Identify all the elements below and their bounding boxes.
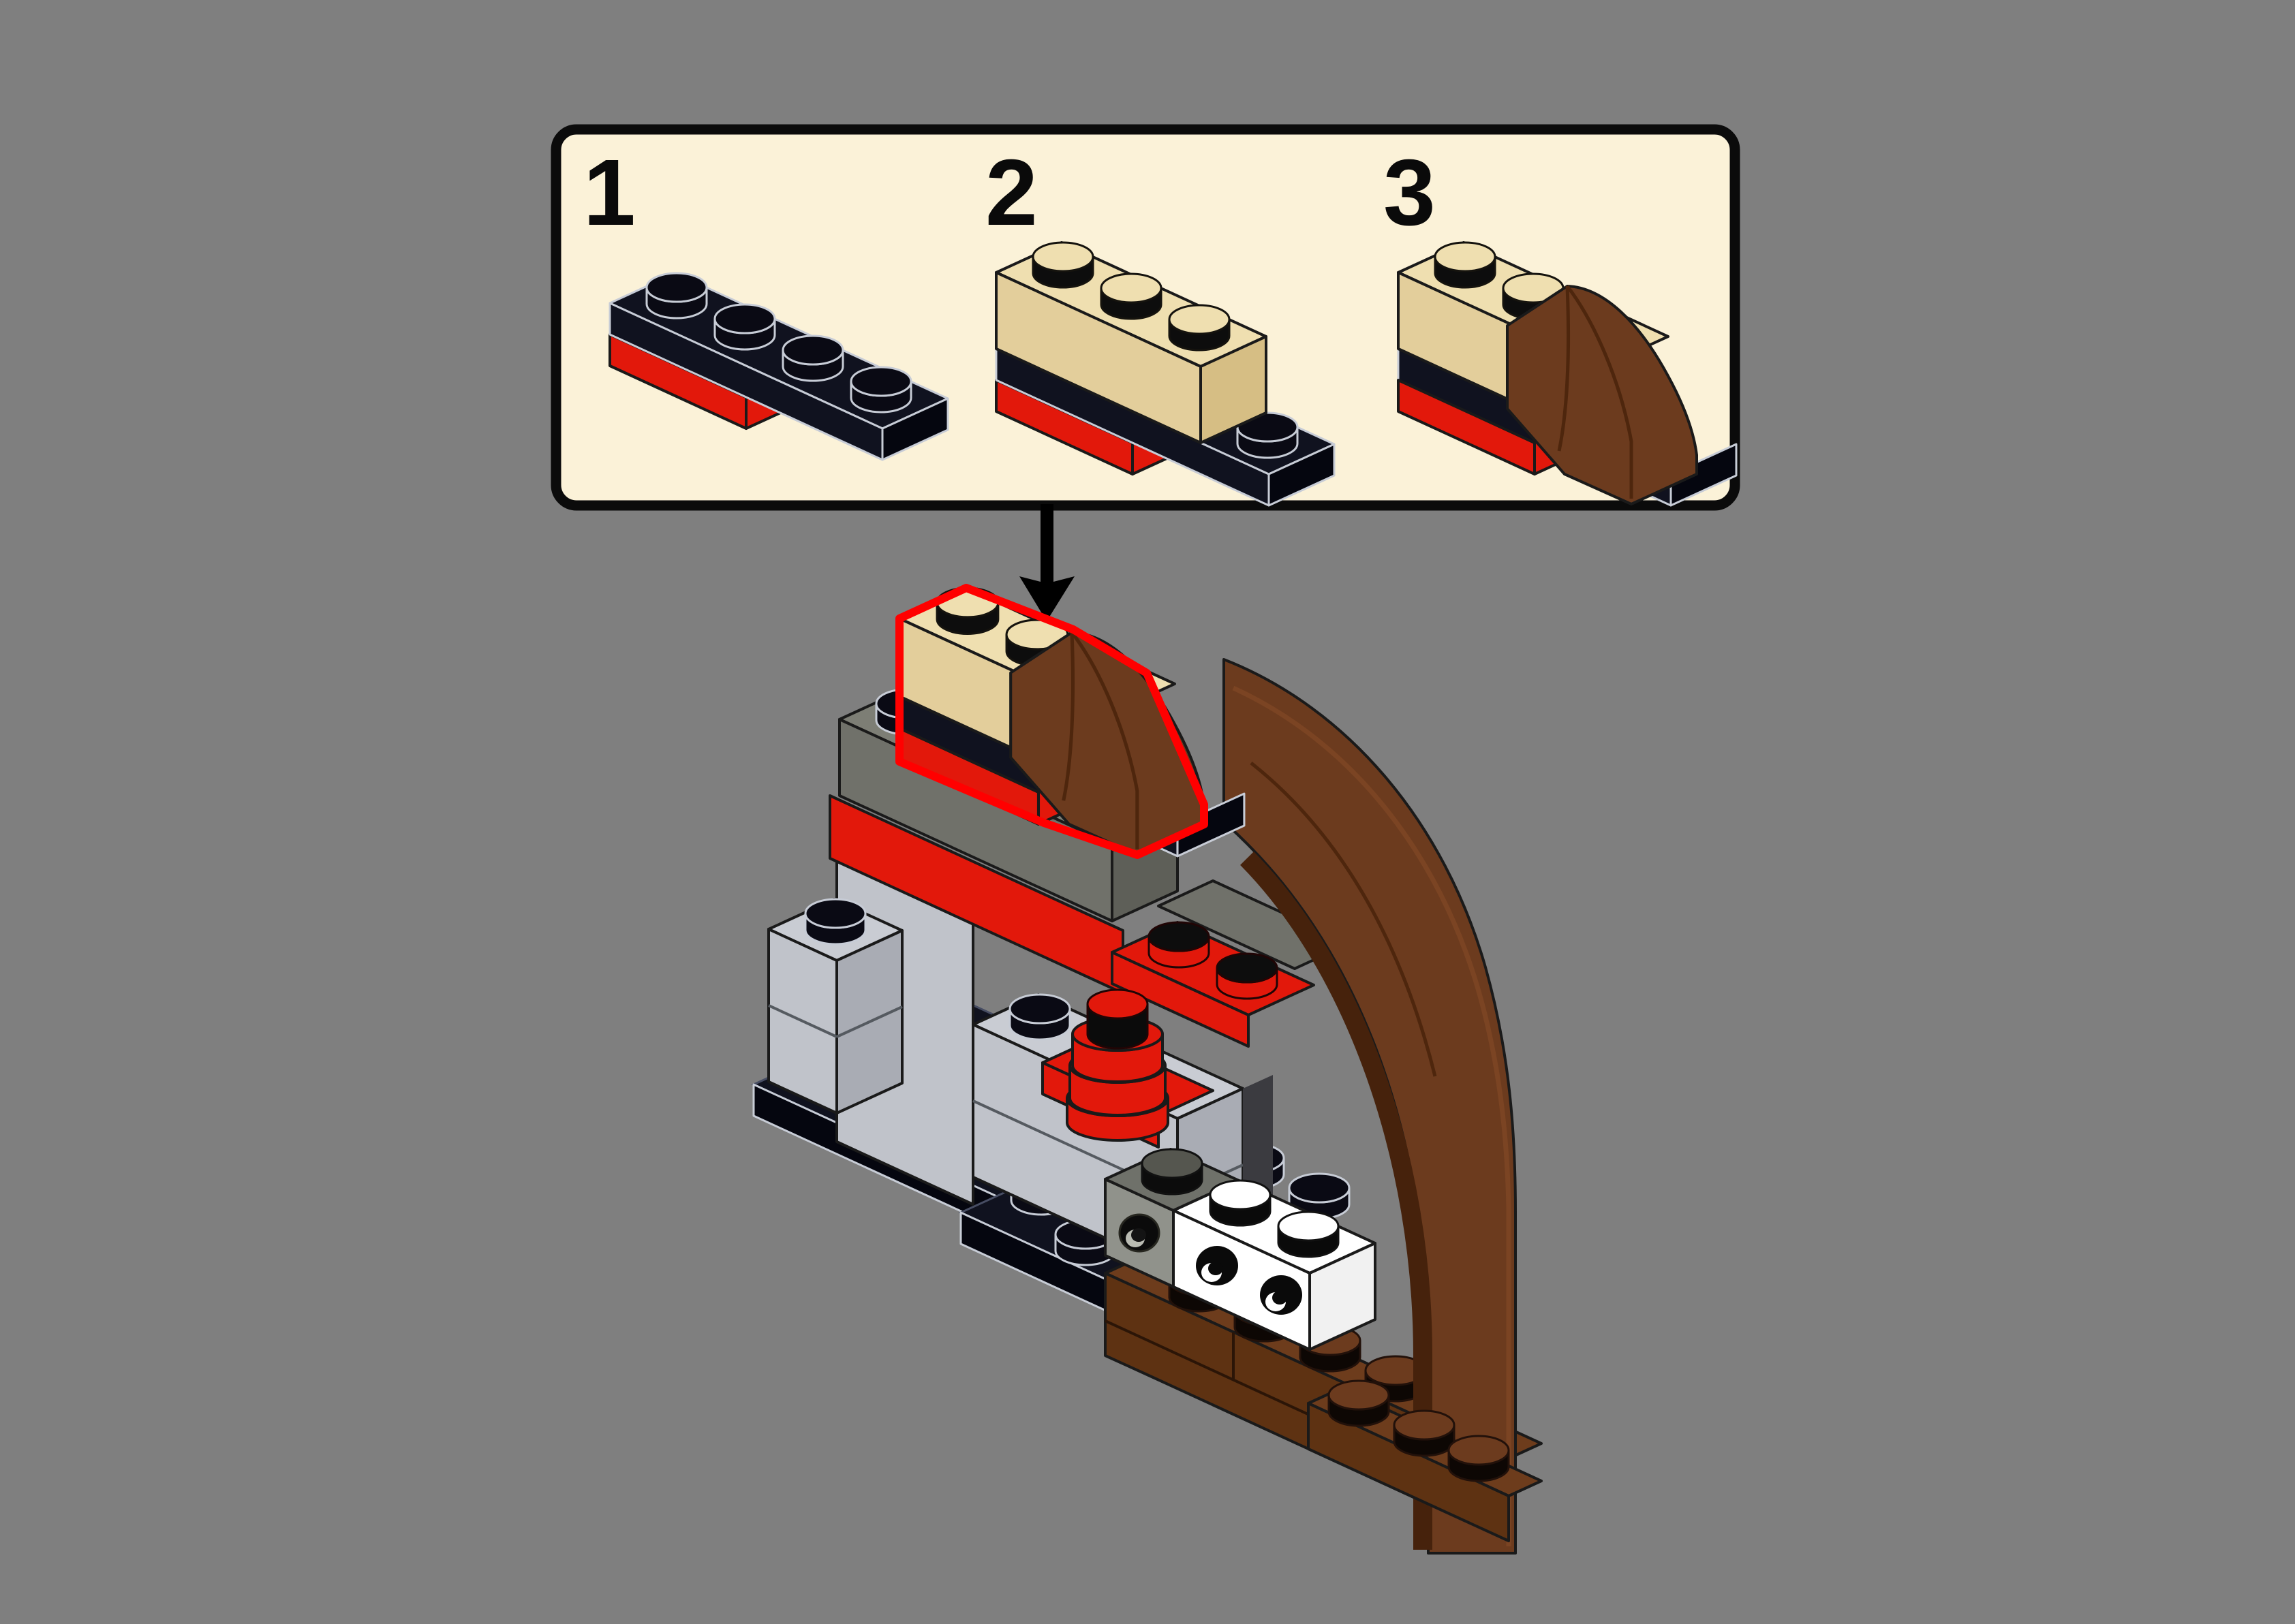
step-1-number: 1 [583,140,636,245]
brown-ledge [1307,1381,1543,1542]
technic-hole [1260,1275,1302,1315]
white-technic-brick [1172,1179,1376,1351]
down-arrow-icon: Place the finished subassembly onto the … [1019,504,1075,621]
step-1: Black 1x4 plate stacked on a red 1x2 pla… [583,140,949,461]
instruction-panel: Black 1x4 plate stacked on a red 1x2 pla… [551,124,1740,511]
red-plate-layer [829,794,1351,1048]
placed-subassembly-highlighted [895,584,1244,859]
red-round-stack [1041,988,1214,1149]
step-3-number: 3 [1383,140,1436,245]
step-3: Add a reddish-brown curved slope on the … [1383,140,1736,505]
step-2: Add a tan 1x3 brick on top, one black st… [985,140,1336,507]
technic-hole [1196,1246,1238,1285]
brown-arch-piece [1222,658,1517,1555]
model-assembly: Partially built model with the new subas… [751,584,1543,1555]
technic-hole [1118,1213,1160,1253]
gray-column-left [767,898,904,1114]
highlight-outline [895,584,1208,859]
step-2-number: 2 [985,140,1038,245]
